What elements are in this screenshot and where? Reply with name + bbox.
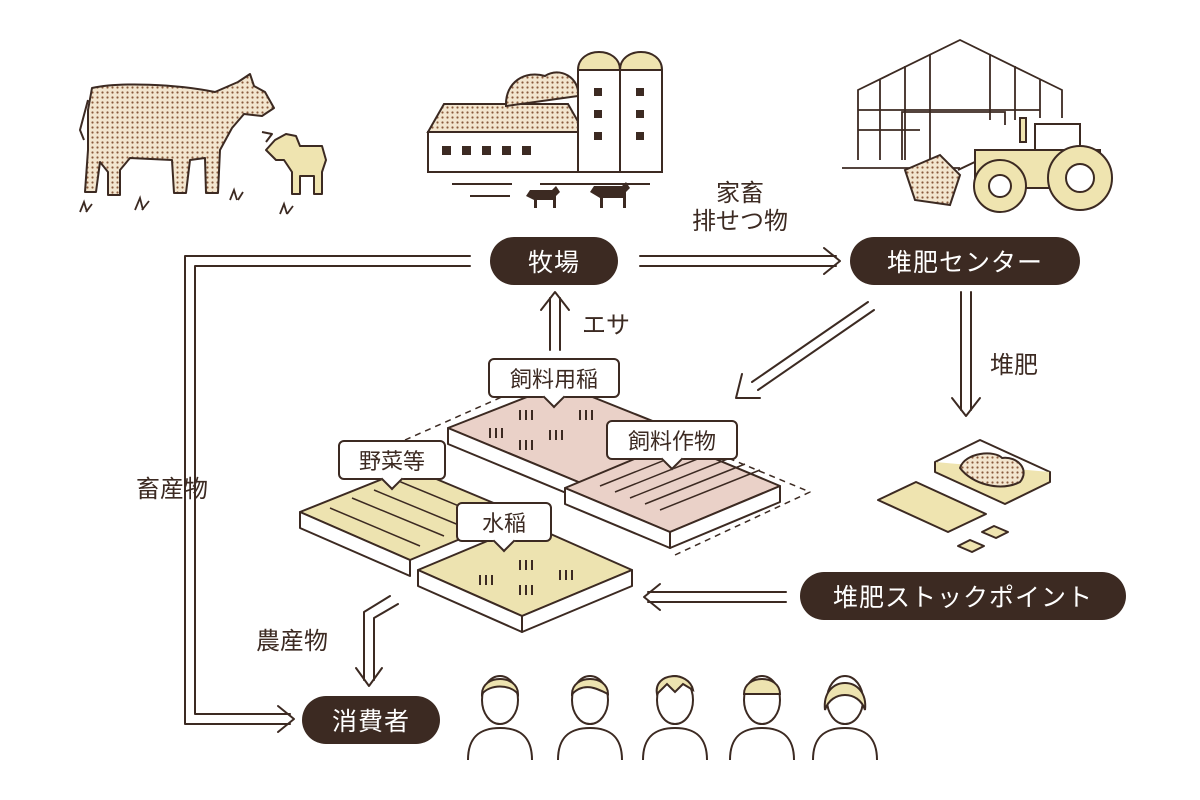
farm-buildings-illustration — [426, 51, 664, 197]
callout-feed-rice: 飼料用稲 — [488, 358, 620, 398]
label-agri-products: 農産物 — [256, 627, 328, 655]
fields-illustration — [299, 379, 811, 633]
compost-stock-illustration — [877, 439, 1051, 553]
callout-paddy-rice-label: 水稲 — [481, 512, 526, 537]
label-manure-line2: 排せつ物 — [692, 207, 788, 235]
node-compost-center-label: 堆肥センター — [886, 248, 1043, 277]
arrow-compost-center-to-fields — [735, 301, 875, 399]
consumers-illustration — [467, 675, 878, 761]
tractor-illustration — [903, 117, 1113, 213]
calf-illustration — [261, 131, 327, 195]
node-compost-stock-label: 堆肥ストックポイント — [832, 583, 1093, 612]
label-compost: 堆肥 — [990, 351, 1038, 379]
callout-feed-rice-label: 飼料用稲 — [509, 368, 598, 393]
callout-feed-crops: 飼料作物 — [606, 420, 738, 460]
small-cows-illustration — [526, 182, 630, 208]
node-farm: 牧場 — [490, 237, 618, 285]
arrow-farm-to-consumer — [184, 255, 471, 733]
arrow-farm-to-compost-center — [639, 247, 841, 275]
compost-center-illustration — [842, 38, 1063, 169]
label-livestock-products: 畜産物 — [136, 475, 208, 503]
flow-arrows — [184, 247, 981, 733]
node-consumer: 消費者 — [302, 696, 440, 744]
callout-feed-crops-label: 飼料作物 — [627, 430, 716, 455]
label-feed: エサ — [582, 311, 630, 339]
arrow-compost-center-to-stock — [951, 291, 981, 417]
arrow-fields-to-farm — [540, 291, 570, 351]
node-consumer-label: 消費者 — [331, 707, 410, 736]
cow-illustration — [79, 73, 275, 196]
arrow-stock-to-fields — [643, 583, 787, 611]
node-compost-stock-point: 堆肥ストックポイント — [800, 572, 1126, 620]
callout-paddy-rice: 水稲 — [456, 502, 552, 542]
arrow-fields-to-consumer — [355, 595, 399, 687]
node-farm-label: 牧場 — [527, 248, 580, 277]
grass-tufts — [79, 187, 294, 215]
label-manure-line1: 家畜 — [716, 179, 764, 207]
callout-vegetables: 野菜等 — [338, 440, 446, 480]
node-compost-center: 堆肥センター — [850, 237, 1080, 285]
callout-vegetables-label: 野菜等 — [358, 450, 425, 475]
